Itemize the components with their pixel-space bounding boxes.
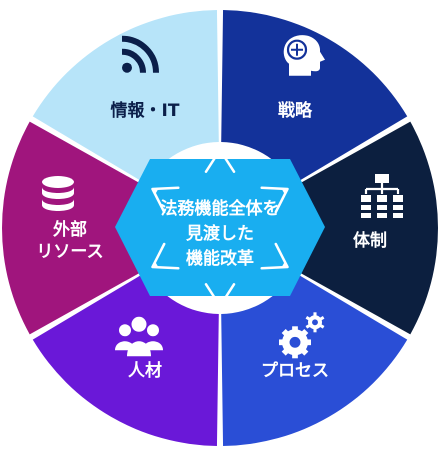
center-title-line-1: 法務機能全体を bbox=[161, 198, 280, 219]
segment-gaibu-label: リソース bbox=[36, 242, 103, 262]
segment-jinzai-label: 人材 bbox=[128, 360, 162, 381]
center-arrow-head bbox=[217, 150, 223, 155]
center-arrow-head bbox=[281, 261, 288, 268]
gears-icon bbox=[279, 312, 325, 359]
segment-process-shape bbox=[221, 272, 408, 446]
center-arrow bbox=[151, 186, 180, 214]
segment-joho: 情報・IT bbox=[32, 10, 219, 184]
segment-taisei: 体制 bbox=[295, 121, 438, 335]
people-group-icon bbox=[115, 316, 163, 357]
segment-jinzai: 人材 bbox=[32, 272, 219, 446]
segment-taisei-label: 体制 bbox=[353, 230, 387, 251]
segment-senryaku-shape bbox=[221, 10, 408, 184]
segment-process: プロセス bbox=[221, 272, 408, 446]
segment-senryaku: 戦略 bbox=[221, 10, 408, 184]
center-arrow-head bbox=[152, 261, 159, 268]
segment-joho-shape bbox=[32, 10, 219, 184]
center-title-line-2: 見渡した bbox=[185, 223, 254, 244]
center-title-line-3: 機能改革 bbox=[186, 248, 254, 269]
center-arrow bbox=[151, 242, 180, 270]
segment-gaibu-shape bbox=[2, 121, 145, 335]
segment-taisei-shape bbox=[295, 121, 438, 335]
rss-feed-icon bbox=[121, 35, 159, 73]
org-chart-icon bbox=[361, 174, 403, 218]
center-arrow bbox=[204, 283, 236, 308]
center-arrow bbox=[204, 148, 236, 173]
center-arrow bbox=[260, 242, 289, 270]
segment-process-label: プロセス bbox=[261, 360, 329, 381]
center-hub: 法務機能全体を 見渡した 機能改革 bbox=[115, 148, 325, 308]
center-arrows bbox=[151, 148, 289, 308]
segment-joho-label: 情報・IT bbox=[111, 100, 180, 121]
center-arrow bbox=[260, 186, 289, 214]
segment-senryaku-label: 戦略 bbox=[278, 100, 313, 121]
center-arrow-head bbox=[281, 188, 288, 195]
database-icon bbox=[42, 176, 74, 211]
center-arrow-head bbox=[217, 301, 223, 306]
center-arrow-head bbox=[152, 188, 159, 195]
center-hexagon bbox=[115, 159, 325, 296]
brain-head-icon bbox=[283, 35, 325, 76]
segment-gaibu-label: 外部 bbox=[53, 219, 87, 240]
segment-jinzai-shape bbox=[32, 272, 219, 446]
